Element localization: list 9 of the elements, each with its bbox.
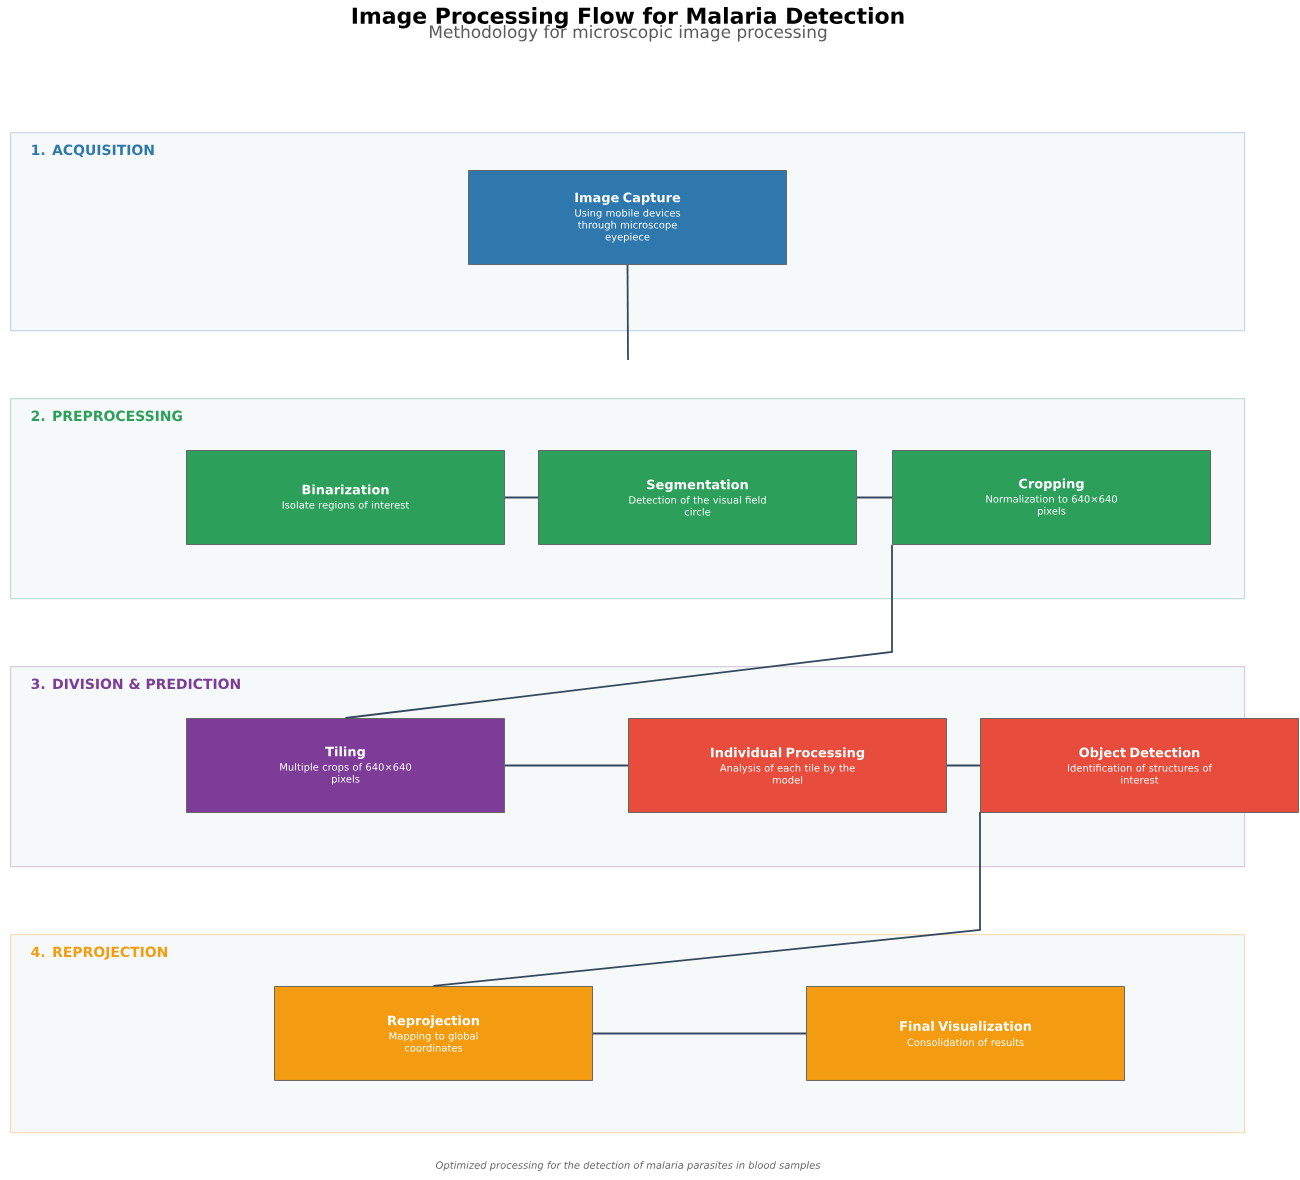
connector-line (432, 811, 981, 987)
connector-line (504, 764, 629, 767)
connector-line (626, 264, 629, 361)
subtitle: Methodology for microscopic image processing (430, 25, 827, 42)
connector-line (344, 544, 893, 719)
connector-line (856, 496, 893, 499)
connector-line (592, 1032, 807, 1035)
connector-line (946, 764, 981, 767)
connector-line (504, 496, 539, 499)
